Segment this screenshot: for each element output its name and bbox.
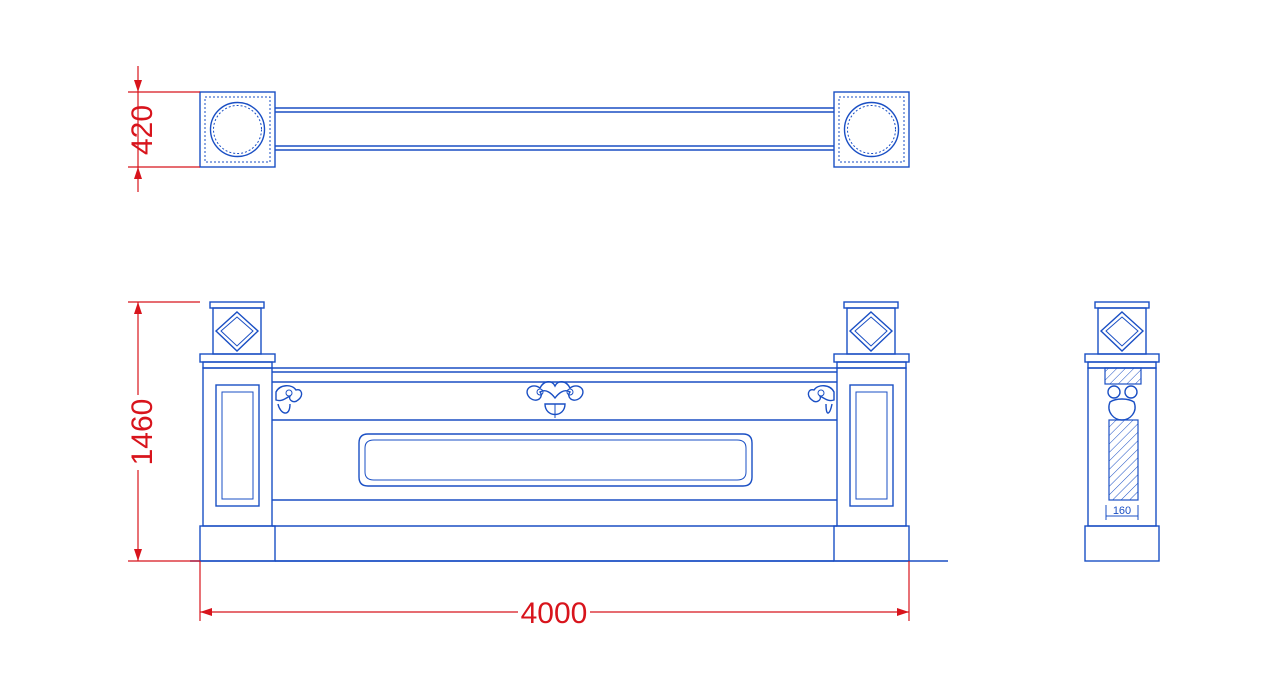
rail-section-top <box>1104 367 1142 385</box>
rail-section-panel <box>1108 419 1139 501</box>
cloud-ornament-center <box>526 381 584 418</box>
elev-panel <box>272 367 837 562</box>
elev-left-post <box>199 301 276 562</box>
dim-label-4000: 4000 <box>521 597 588 630</box>
dim-plan-depth: 420 <box>126 66 200 192</box>
plan-left-post <box>199 91 276 168</box>
dim-section-width: 160 <box>1105 505 1139 520</box>
dim-label-160: 160 <box>1113 505 1131 517</box>
dim-elevation-height: 1460 <box>124 301 200 562</box>
dim-total-length: 4000 <box>199 561 910 630</box>
plan-view: 420 <box>126 66 910 192</box>
dim-label-1460: 1460 <box>126 399 159 466</box>
plan-right-post <box>833 91 910 168</box>
plan-rail <box>275 107 834 151</box>
cloud-ornament-left <box>275 385 303 414</box>
cloud-ornament-right <box>807 385 835 414</box>
side-section: 160 <box>1084 301 1160 562</box>
front-elevation: 1460 4000 <box>124 301 948 630</box>
elev-right-post <box>833 301 910 562</box>
dim-label-420: 420 <box>126 105 159 155</box>
